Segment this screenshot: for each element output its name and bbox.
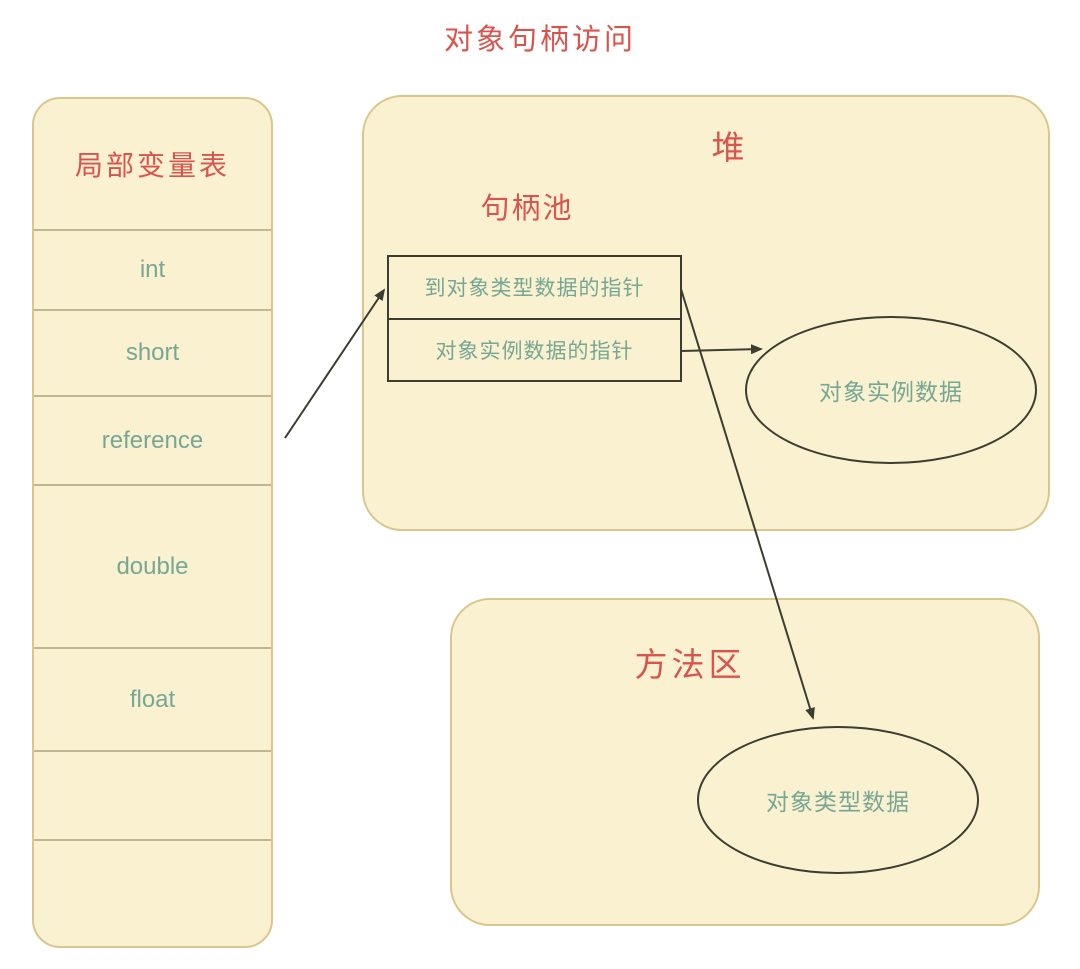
handle-box: 到对象类型数据的指针 对象实例数据的指针 bbox=[387, 255, 682, 382]
handle-row-instance-pointer: 对象实例数据的指针 bbox=[389, 317, 680, 381]
method-area-title: 方法区 bbox=[634, 646, 746, 683]
stack-slot-reference: reference bbox=[34, 395, 271, 484]
heap-title: 堆 bbox=[711, 129, 747, 166]
stack-slot-float: float bbox=[34, 647, 271, 750]
stack-slot-empty bbox=[34, 839, 271, 946]
stack-slot-int: int bbox=[34, 229, 271, 309]
handle-pool-label: 句柄池 bbox=[480, 193, 574, 225]
stack-slot-empty bbox=[34, 750, 271, 839]
object-instance-data-label: 对象实例数据 bbox=[819, 379, 963, 405]
diagram-title: 对象句柄访问 bbox=[443, 24, 636, 56]
object-type-data-ellipse: 对象类型数据 bbox=[697, 726, 979, 874]
handle-row-type-pointer: 到对象类型数据的指针 bbox=[424, 277, 645, 301]
method-area-panel: 方法区 对象类型数据 bbox=[450, 598, 1040, 926]
stack-slot-short: short bbox=[34, 309, 271, 395]
local-variable-table: 局部变量表 int short reference double float bbox=[32, 97, 273, 948]
object-instance-data-ellipse: 对象实例数据 bbox=[745, 316, 1037, 464]
object-type-data-label: 对象类型数据 bbox=[766, 789, 910, 815]
stack-slot-double: double bbox=[34, 484, 271, 647]
local-variable-table-header: 局部变量表 bbox=[74, 150, 230, 181]
heap-panel: 堆 句柄池 到对象类型数据的指针 对象实例数据的指针 对象实例数据 bbox=[362, 95, 1050, 531]
